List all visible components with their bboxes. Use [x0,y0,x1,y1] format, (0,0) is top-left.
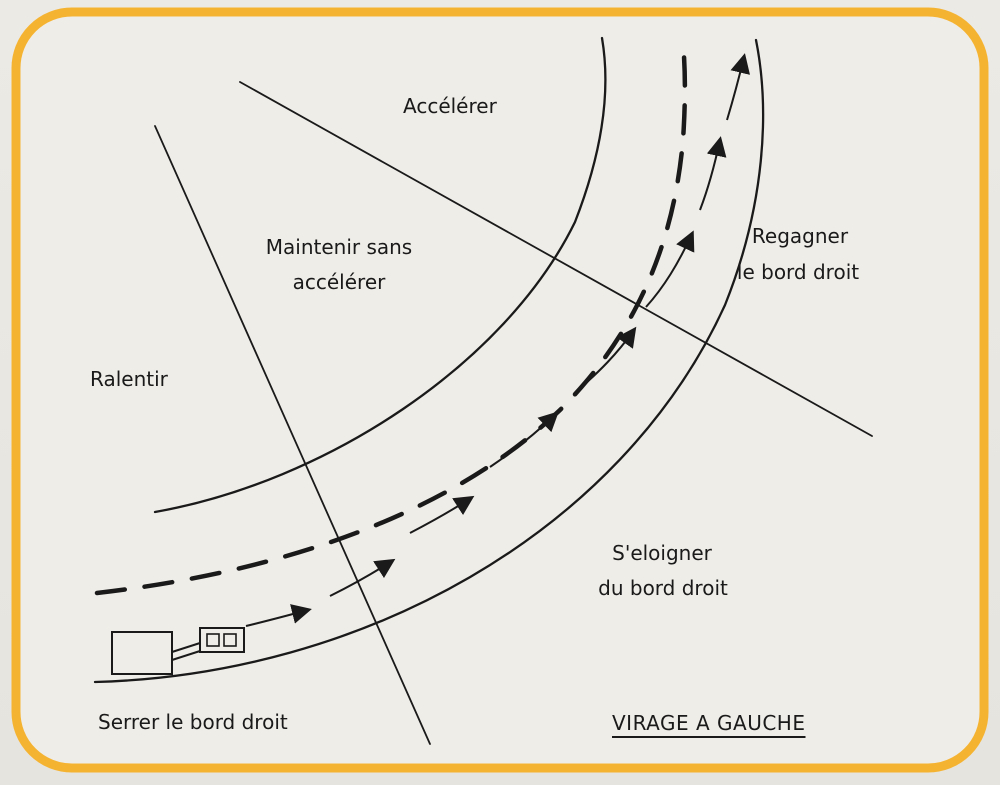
zone-slow-down-label: Ralentir [90,367,168,391]
zone-divider-line-2 [239,81,873,437]
road-center-dashed-line [94,39,688,596]
rounded-border [11,7,989,773]
vehicle-trajectory [245,53,750,627]
diagram-title: VIRAGE A GAUCHE [612,711,806,735]
outer-road-edge-line [93,38,765,684]
car-window-left [206,633,220,647]
car-window-right [223,633,237,647]
zone-maintain-label-line-2: accélérer [292,270,386,294]
zone-accelerate-label: Accélérer [403,94,497,118]
inner-road-edge-line [153,36,607,514]
trajectory-arrow [489,411,559,468]
car-rear-body [111,631,173,675]
zone-move-away-label-line-1: S'eloigner [612,541,712,565]
zone-maintain-label-line-1: Maintenir sans [265,235,413,259]
trajectory-arrow [245,604,312,627]
trajectory-arrow [726,53,750,121]
trajectory-arrow [329,558,396,597]
trajectory-arrow [645,230,695,308]
car-link-line [171,642,201,661]
zone-move-away-label-line-2: du bord droit [598,576,728,600]
trajectory-arrow [577,326,637,391]
trajectory-arrow [409,495,475,534]
zone-regain-label-line-2: le bord droit [736,260,860,284]
zone-regain-label-line-1: Regagner [751,224,849,248]
car-illustration [111,627,245,675]
zone-hug-right-label: Serrer le bord droit [98,710,288,734]
trajectory-arrow [699,136,727,211]
zone-divider-line-1 [154,125,431,745]
